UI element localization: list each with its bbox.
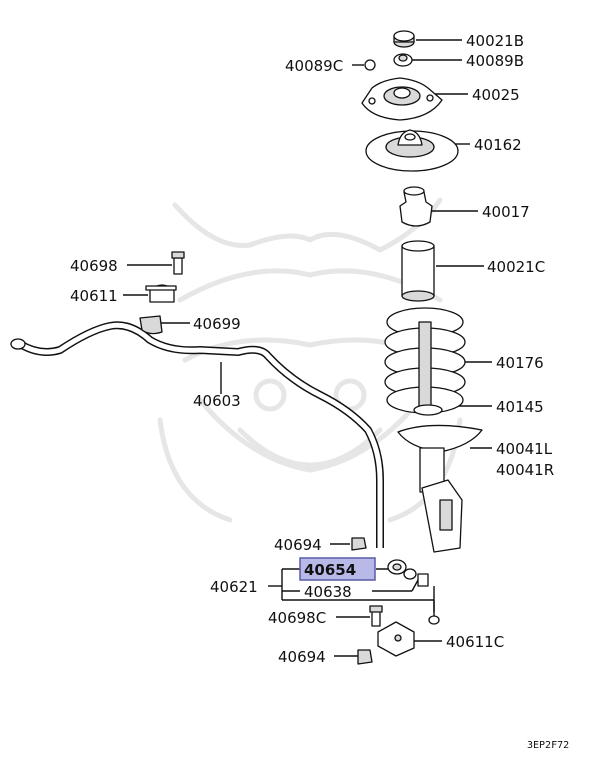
label-40041R[interactable]: 40041R (496, 461, 554, 479)
label-40089B[interactable]: 40089B (466, 52, 524, 70)
part-40089C-nut[interactable] (364, 59, 376, 71)
label-40694-upper[interactable]: 40694 (274, 536, 322, 554)
label-40699[interactable]: 40699 (193, 315, 241, 333)
label-40017[interactable]: 40017 (482, 203, 530, 221)
label-40176[interactable]: 40176 (496, 354, 544, 372)
part-40621-link[interactable] (417, 573, 440, 625)
part-40162-spring-seat[interactable] (365, 129, 459, 172)
part-40698C-bolt[interactable] (369, 605, 383, 627)
label-40145[interactable]: 40145 (496, 398, 544, 416)
label-40698C[interactable]: 40698C (268, 609, 326, 627)
label-40611C[interactable]: 40611C (446, 633, 504, 651)
part-40021C-dust-boot[interactable] (401, 240, 435, 302)
part-40654-bushing[interactable] (387, 559, 407, 575)
part-40176-coil-spring[interactable] (384, 307, 466, 414)
label-40694-lower[interactable]: 40694 (278, 648, 326, 666)
part-40021B-nut[interactable] (393, 30, 415, 48)
label-40638[interactable]: 40638 (304, 583, 352, 601)
part-40145-lower-seat[interactable] (413, 404, 443, 416)
part-40611C-bracket[interactable] (377, 621, 415, 657)
diagram-code: 3EP2F72 (527, 740, 569, 751)
label-40021B[interactable]: 40021B (466, 32, 524, 50)
part-40025-strut-mount[interactable] (361, 77, 443, 121)
part-40638-washer[interactable] (403, 568, 417, 580)
label-40041L[interactable]: 40041L (496, 440, 553, 458)
label-40603[interactable]: 40603 (193, 392, 241, 410)
label-40621[interactable]: 40621 (210, 578, 258, 596)
label-40021C[interactable]: 40021C (487, 258, 545, 276)
highlight-40654-box (299, 557, 376, 581)
label-40654[interactable]: 40654 (304, 561, 356, 579)
label-40025[interactable]: 40025 (472, 86, 520, 104)
part-40017-bump-stop[interactable] (399, 186, 433, 227)
part-40698-bolt[interactable] (171, 251, 185, 275)
part-40041-strut-assembly[interactable] (397, 424, 483, 553)
label-40611[interactable]: 40611 (70, 287, 118, 305)
part-40699-bushing[interactable] (139, 315, 163, 335)
part-40694-nut-upper[interactable] (351, 537, 367, 551)
part-40611-bracket[interactable] (145, 284, 177, 303)
label-40698[interactable]: 40698 (70, 257, 118, 275)
label-40162[interactable]: 40162 (474, 136, 522, 154)
leader-lines (123, 39, 492, 657)
part-40603-stabilizer-bar[interactable] (10, 321, 384, 548)
label-40089C[interactable]: 40089C (285, 57, 343, 75)
part-40694-nut-lower[interactable] (357, 649, 373, 665)
part-40089B-washer[interactable] (393, 53, 413, 67)
